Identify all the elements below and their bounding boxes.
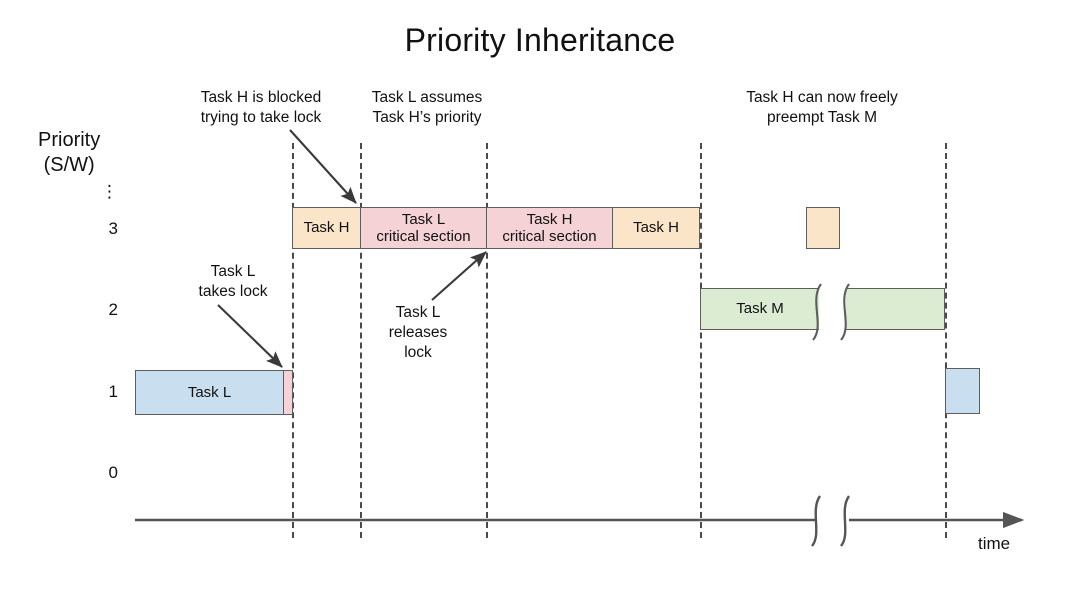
note-task-h-blocked: Task H is blocked trying to take lock xyxy=(200,89,322,127)
bar-task-l-resume[interactable] xyxy=(945,368,980,414)
bar-label: Task L xyxy=(187,383,232,401)
axis-break-squiggle-left xyxy=(810,495,822,547)
note-task-h-preempt: Task H can now freely preempt Task M xyxy=(746,89,898,127)
arrow-task-l-releases-lock xyxy=(431,251,487,301)
bar-label: Task H xyxy=(303,219,350,237)
note-task-l-releases-lock: Task L releases lock xyxy=(388,304,448,362)
time-marker-5 xyxy=(945,143,947,538)
y-axis-label: Priority (S/W) xyxy=(38,128,100,178)
note-task-l-takes-lock: Task L takes lock xyxy=(198,263,268,301)
bar-task-h-2[interactable]: Task H xyxy=(612,207,700,249)
y-axis-label-line2: (S/W) xyxy=(43,154,95,176)
time-marker-2 xyxy=(360,143,362,538)
time-marker-3 xyxy=(486,143,488,538)
y-tick-ellipsis: ⋮ xyxy=(101,182,118,201)
bar-task-l-critical-section[interactable]: Task L critical section xyxy=(360,207,486,249)
y-tick-0: 0 xyxy=(108,463,118,482)
bar-task-h-resume[interactable] xyxy=(806,207,840,249)
y-tick-3: 3 xyxy=(108,219,118,238)
arrow-task-h-blocked xyxy=(289,129,357,204)
bar-task-m-right[interactable] xyxy=(846,288,945,330)
y-axis-label-line1: Priority xyxy=(38,129,101,151)
bar-task-h-critical-section[interactable]: Task H critical section xyxy=(486,207,612,249)
bar-task-l-lock-segment[interactable] xyxy=(283,370,293,415)
axis-break-squiggle-right xyxy=(839,495,851,547)
note-task-l-assumes: Task L assumes Task H’s priority xyxy=(371,89,483,127)
x-axis-label-time: time xyxy=(978,534,1011,553)
bar-label: Task L critical section xyxy=(376,210,471,245)
bar-label: Task H critical section xyxy=(502,210,597,245)
y-tick-1: 1 xyxy=(108,382,118,401)
time-marker-4 xyxy=(700,143,702,538)
bar-label: Task M xyxy=(736,300,784,318)
bar-task-m-left[interactable]: Task M xyxy=(700,288,819,330)
bar-task-l[interactable]: Task L xyxy=(135,370,283,415)
y-tick-2: 2 xyxy=(108,300,118,319)
bar-label: Task H xyxy=(633,219,679,237)
time-marker-1 xyxy=(292,143,294,538)
arrow-task-l-takes-lock xyxy=(217,304,283,368)
bar-task-h-1[interactable]: Task H xyxy=(292,207,360,249)
page-title: Priority Inheritance xyxy=(404,22,676,58)
